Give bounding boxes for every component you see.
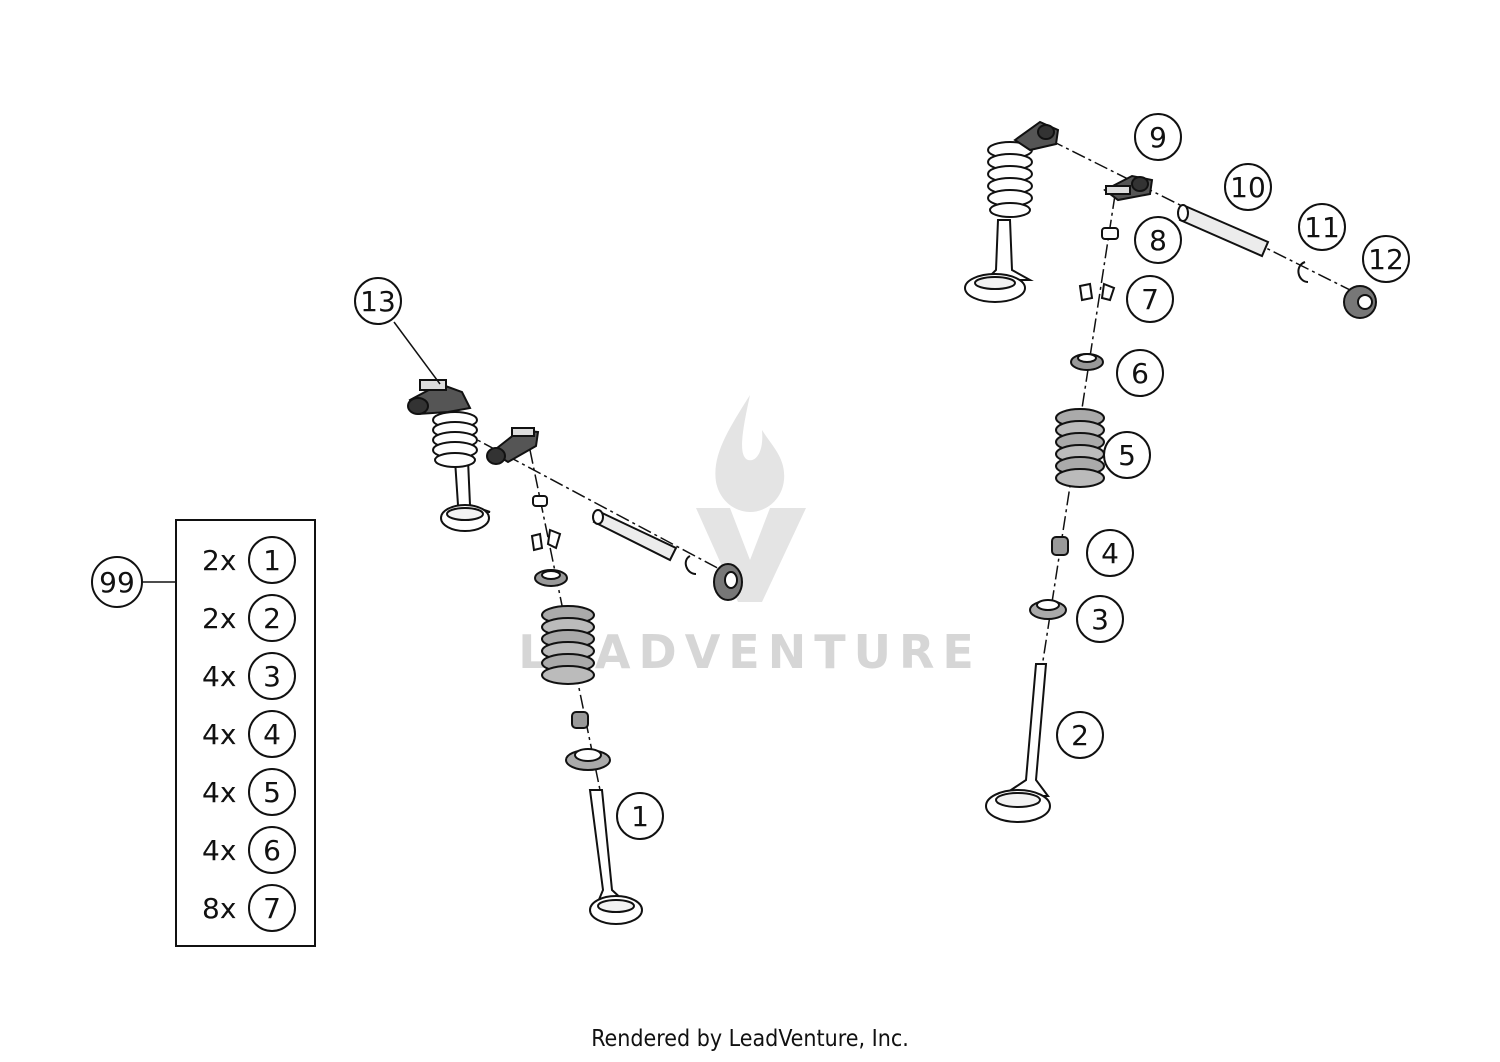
valve-spring (987, 141, 1033, 218)
callout-12-number: 12 (1368, 243, 1404, 276)
rocker-shaft (1177, 204, 1270, 258)
kit-row-part-callout[interactable] (248, 884, 296, 932)
valve-spring (432, 411, 478, 468)
kit-row-part-number: 6 (263, 834, 281, 867)
kit-row: 4x 4 (202, 710, 296, 758)
callout-8-number: 8 (1149, 224, 1167, 257)
screw-plug (1343, 285, 1377, 319)
kit-row: 2x 1 (202, 536, 296, 584)
kit-row: 4x 3 (202, 652, 296, 700)
callout-12[interactable]: 12 (1362, 235, 1410, 283)
rocker-arm (486, 427, 540, 465)
kit-contents-table: 2x 1 2x 2 4x 3 4x 4 4x 5 4x 6 8x 7 (175, 519, 316, 947)
callout-7[interactable]: 7 (1126, 275, 1174, 323)
right-valve-assembly (964, 120, 1377, 823)
axis-line (439, 419, 741, 581)
valve-spring-seat (565, 748, 611, 771)
callout-7-number: 7 (1141, 283, 1159, 316)
valve-spring-retainer (534, 569, 568, 587)
kit-row-part-number: 4 (263, 718, 281, 751)
kit-row-part-number: 1 (263, 544, 281, 577)
kit-row: 4x 6 (202, 826, 296, 874)
callout-5[interactable]: 5 (1103, 431, 1151, 479)
rocker-arm (1013, 120, 1060, 152)
hydraulic-element (1101, 227, 1119, 240)
kit-row-quantity: 2x (202, 602, 236, 635)
kit-row-part-number: 5 (263, 776, 281, 809)
kit-row-quantity: 4x (202, 660, 236, 693)
callout-13[interactable]: 13 (354, 277, 402, 325)
callout-9-number: 9 (1149, 121, 1167, 154)
valve-keeper (1078, 282, 1094, 302)
callout-10-number: 10 (1230, 171, 1266, 204)
footer-credit: Rendered by LeadVenture, Inc. (591, 1026, 909, 1052)
hydraulic-element (532, 495, 548, 507)
kit-row-quantity: 4x (202, 834, 236, 867)
valve-spring (1055, 408, 1105, 488)
callout-2[interactable]: 2 (1056, 711, 1104, 759)
valve-spring-seat (1029, 599, 1067, 620)
callout-5-number: 5 (1118, 439, 1136, 472)
callout-11[interactable]: 11 (1298, 203, 1346, 251)
leader-lines (142, 321, 441, 583)
kit-row-part-callout[interactable] (248, 594, 296, 642)
valve-stem (964, 219, 1034, 303)
exhaust-valve (985, 663, 1051, 823)
callout-3[interactable]: 3 (1076, 595, 1124, 643)
callout-99-number: 99 (99, 566, 135, 599)
callout-11-number: 11 (1304, 211, 1340, 244)
left-valve-assembly (407, 379, 743, 925)
kit-row-part-callout[interactable] (248, 710, 296, 758)
kit-row-part-number: 2 (263, 602, 281, 635)
kit-row-quantity: 8x (202, 892, 236, 925)
kit-rows: 2x 1 2x 2 4x 3 4x 4 4x 5 4x 6 8x 7 (202, 536, 296, 932)
valve-stem-seal (571, 711, 589, 729)
v-logo-icon (696, 508, 806, 602)
callout-10[interactable]: 10 (1224, 163, 1272, 211)
leader-line (393, 321, 441, 385)
kit-row-part-callout[interactable] (248, 826, 296, 874)
callout-99[interactable]: 99 (91, 556, 143, 608)
callouts: 1 2 3 4 5 6 7 8 (91, 113, 1410, 840)
valve-keeper (546, 528, 562, 550)
kit-row: 4x 5 (202, 768, 296, 816)
kit-row: 8x 7 (202, 884, 296, 932)
intake-valve (588, 789, 643, 925)
kit-row-part-number: 3 (263, 660, 281, 693)
callout-4[interactable]: 4 (1086, 529, 1134, 577)
callout-13-number: 13 (360, 285, 396, 318)
kit-row: 2x 2 (202, 594, 296, 642)
callout-8[interactable]: 8 (1134, 216, 1182, 264)
callout-4-number: 4 (1101, 537, 1119, 570)
callout-6-number: 6 (1131, 357, 1149, 390)
callout-2-number: 2 (1071, 719, 1089, 752)
valve-stem-seal (1051, 536, 1069, 556)
callout-1-number: 1 (631, 800, 649, 833)
kit-row-part-number: 7 (263, 892, 281, 925)
callout-9[interactable]: 9 (1134, 113, 1182, 161)
callout-6[interactable]: 6 (1116, 349, 1164, 397)
kit-row-quantity: 2x (202, 544, 236, 577)
callout-1[interactable]: 1 (616, 792, 664, 840)
valve-keeper (1100, 282, 1116, 302)
rocker-shaft (592, 509, 678, 562)
callout-3-number: 3 (1091, 603, 1109, 636)
flame-logo-icon (715, 395, 785, 512)
kit-row-part-callout[interactable] (248, 652, 296, 700)
kit-row-quantity: 4x (202, 776, 236, 809)
kit-row-quantity: 4x (202, 718, 236, 751)
valve-stem (440, 459, 491, 532)
rocker-arm (1103, 174, 1154, 202)
rocker-arm (407, 379, 472, 416)
kit-row-part-callout[interactable] (248, 768, 296, 816)
valve-spring-retainer (1070, 353, 1104, 371)
circlip (1297, 261, 1309, 283)
circlip (684, 555, 697, 575)
valve-spring (541, 605, 595, 685)
kit-row-part-callout[interactable] (248, 536, 296, 584)
valve-keeper (530, 532, 544, 552)
screw-plug (713, 563, 743, 601)
